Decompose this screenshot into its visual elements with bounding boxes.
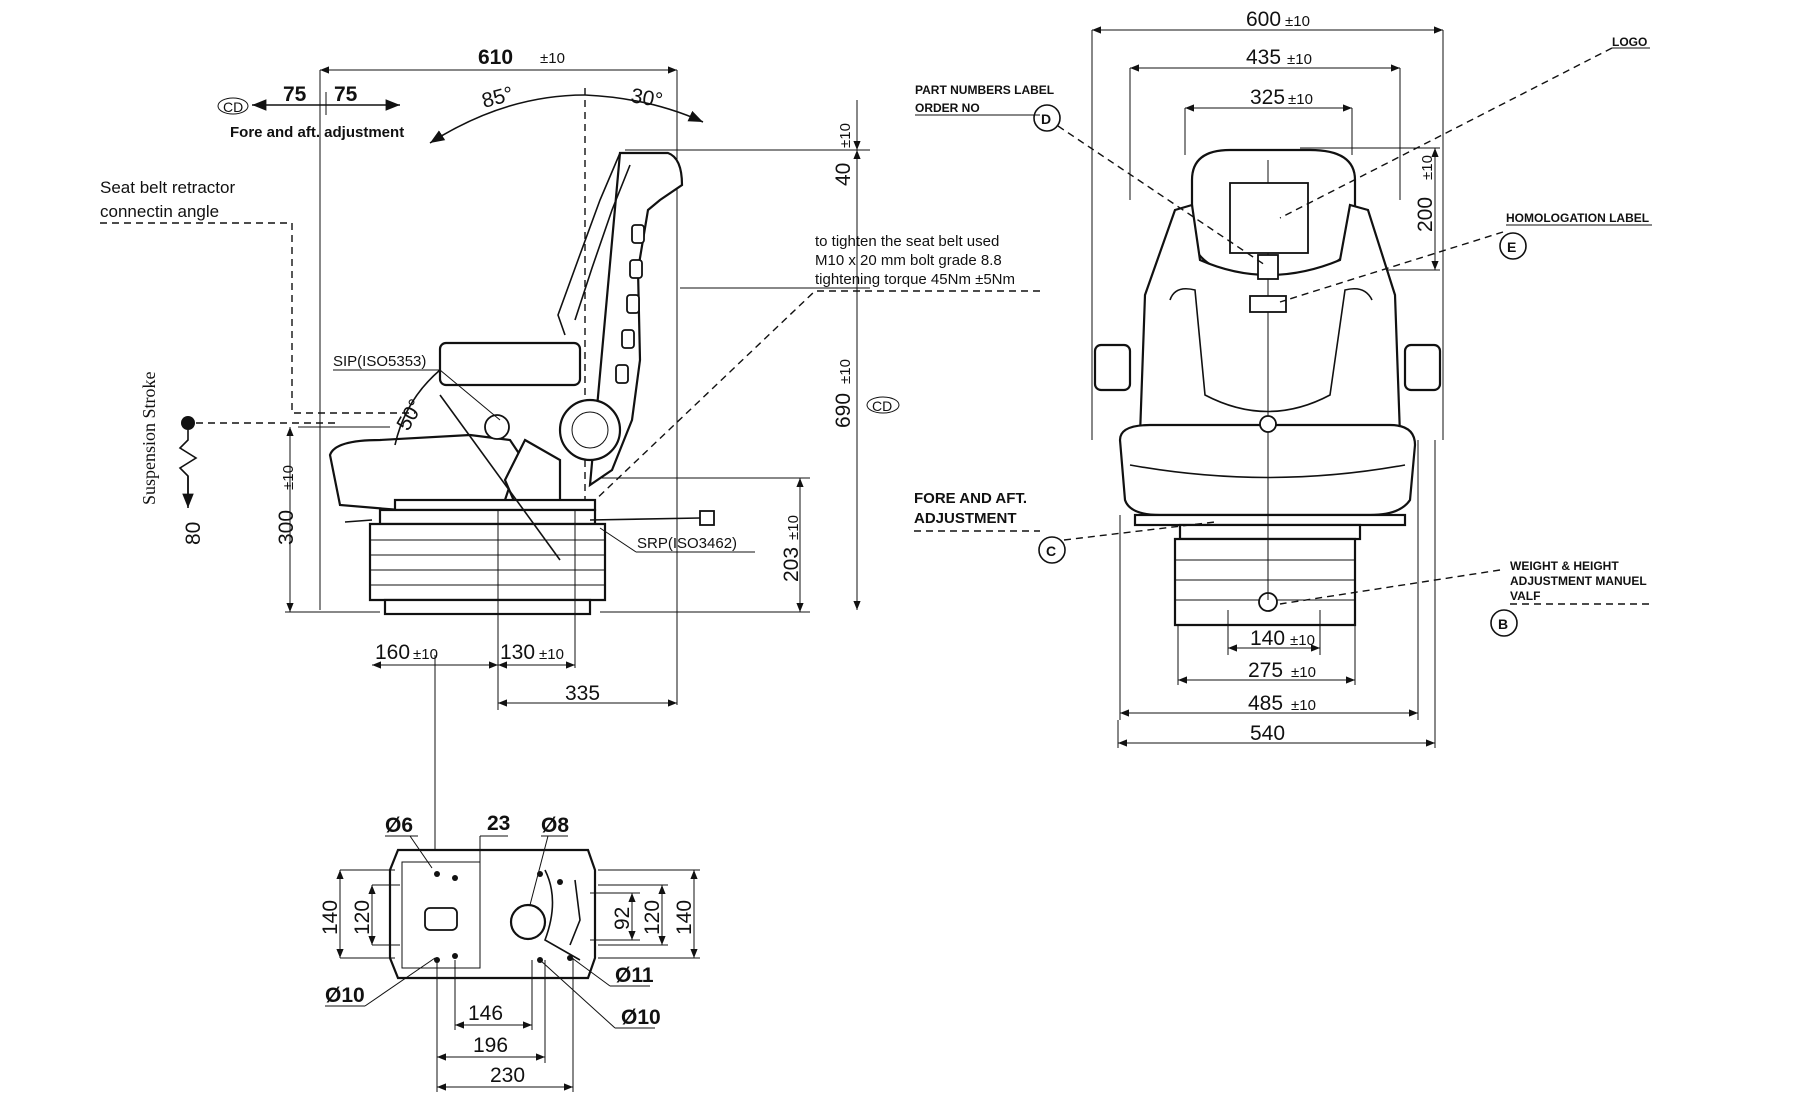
marker-d [1033, 104, 1061, 132]
weight-height-line2: ADJUSTMENT MANUEL [1510, 574, 1647, 588]
retractor-note-2: connectin angle [100, 202, 219, 221]
width-600-tol: ±10 [1285, 13, 1310, 30]
fore-aft-75-a: 75 [283, 83, 307, 106]
h140-right: 140 [673, 900, 696, 935]
seat-belt-note-1: to tighten the seat belt used [815, 233, 999, 250]
width-600-value: 600 [1246, 8, 1281, 31]
top-40-value: 40 [832, 163, 855, 186]
top-40-tol: ±10 [837, 123, 854, 148]
d10-right: Ø10 [621, 1006, 661, 1029]
overall-width-value: 610 [478, 46, 513, 69]
marker-c [1038, 536, 1066, 564]
part-numbers-line2: ORDER NO [915, 101, 980, 115]
side-view: 610 ±10 CD 75 75 Fore and aft. adjustmen… [100, 46, 1040, 860]
d11: Ø11 [615, 964, 654, 987]
h92: 92 [611, 907, 634, 930]
suspension-value: 80 [182, 522, 205, 545]
weight-height-line3: VALF [1510, 589, 1540, 603]
dim-335: 335 [565, 682, 600, 705]
dim-130-tol: ±10 [539, 646, 564, 663]
fore-aft-caption: Fore and aft. adjustment [230, 124, 404, 141]
part-numbers-line1: PART NUMBERS LABEL [915, 83, 1054, 97]
width-435-tol: ±10 [1287, 51, 1312, 68]
width-485-tol: ±10 [1291, 697, 1316, 714]
height-200-tol: ±10 [1419, 155, 1436, 180]
base-view: Ø6 23 Ø8 140 120 92 120 140 Ø10 [319, 812, 700, 1092]
marker-e [1499, 232, 1527, 260]
seat-belt-note-2: M10 x 20 mm bolt grade 8.8 [815, 252, 1002, 269]
w146: 146 [468, 1002, 503, 1025]
width-140-value: 140 [1250, 627, 1285, 650]
height-200-value: 200 [1414, 197, 1437, 232]
width-485-value: 485 [1248, 692, 1283, 715]
dim-130-value: 130 [500, 641, 535, 664]
fore-aft-cd: CD [223, 99, 243, 115]
marker-b-label: B [1498, 616, 1508, 632]
dim-160-tol: ±10 [413, 646, 438, 663]
overall-width-tol: ±10 [540, 50, 565, 67]
w230: 230 [490, 1064, 525, 1087]
height-690-value: 690 [832, 393, 855, 428]
width-275-value: 275 [1248, 659, 1283, 682]
suspension-label: Suspension Stroke [139, 371, 159, 505]
marker-c-label: C [1046, 543, 1056, 559]
height-cd: CD [872, 398, 892, 414]
fore-aft-line1: FORE AND AFT. [914, 490, 1027, 507]
fore-aft-line2: ADJUSTMENT [914, 510, 1017, 527]
d23: 23 [487, 812, 510, 835]
d6: Ø6 [385, 814, 413, 837]
width-140-tol: ±10 [1290, 632, 1315, 649]
height-690-tol: ±10 [837, 359, 854, 384]
seat-belt-note-3: tightening torque 45Nm ±5Nm [815, 271, 1015, 288]
d10-left: Ø10 [325, 984, 365, 1007]
angle-30: 30° [629, 84, 664, 112]
weight-height-line1: WEIGHT & HEIGHT [1510, 559, 1619, 573]
angle-50: 50° [392, 395, 428, 434]
d8: Ø8 [541, 814, 569, 837]
marker-b [1490, 609, 1518, 637]
width-275-tol: ±10 [1291, 664, 1316, 681]
width-435-value: 435 [1246, 46, 1281, 69]
h120-right: 120 [641, 900, 664, 935]
angle-85: 85° [479, 82, 516, 112]
h120-left: 120 [351, 900, 374, 935]
seat-height-tol: ±10 [280, 465, 297, 490]
w196: 196 [473, 1034, 508, 1057]
homologation-label: HOMOLOGATION LABEL [1506, 211, 1649, 225]
h140-left: 140 [319, 900, 342, 935]
retractor-note-1: Seat belt retractor [100, 178, 235, 197]
sip-label: SIP(ISO5353) [333, 353, 426, 370]
marker-d-label: D [1041, 111, 1051, 127]
srp-height-tol: ±10 [785, 515, 802, 540]
dim-160-value: 160 [375, 641, 410, 664]
fore-aft-75-b: 75 [334, 83, 358, 106]
seat-height-value: 300 [275, 510, 298, 545]
marker-e-label: E [1507, 239, 1516, 255]
srp-label: SRP(ISO3462) [637, 535, 737, 552]
srp-height-value: 203 [780, 547, 803, 582]
width-325-tol: ±10 [1288, 91, 1313, 108]
width-540: 540 [1250, 722, 1285, 745]
front-view: 600 ±10 435 ±10 325 ±10 200 ±10 [914, 8, 1654, 748]
width-325-value: 325 [1250, 86, 1285, 109]
logo-label: LOGO [1612, 35, 1647, 49]
